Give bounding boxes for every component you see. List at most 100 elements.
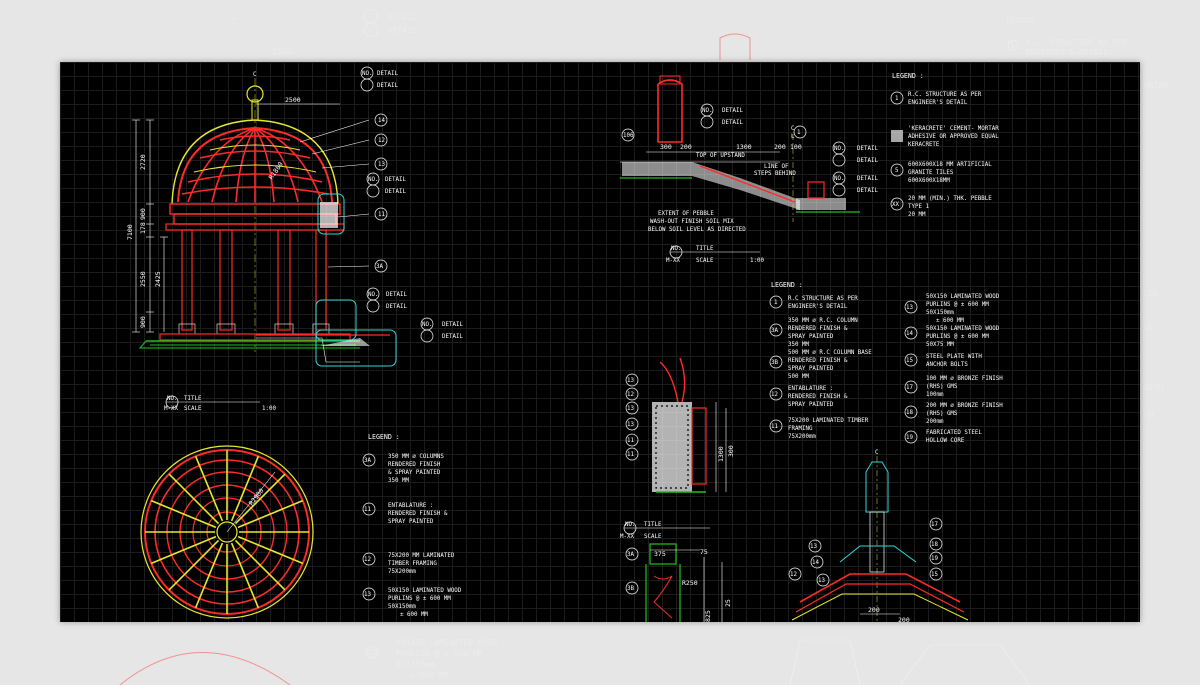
svg-text:M-XX: M-XX — [666, 258, 680, 264]
ghost-frag-5: SH — [1144, 411, 1154, 420]
gazebo-c-mark: C — [253, 72, 257, 78]
svg-text:3A: 3A — [771, 328, 778, 334]
svg-text:13: 13 — [906, 305, 913, 311]
svg-text:L: L — [791, 134, 795, 140]
detail-marker-section-1: NO. DETAIL DETAIL — [700, 103, 743, 129]
svg-text:PURLINS @ ± 600 MM: PURLINS @ ± 600 MM — [926, 334, 989, 340]
svg-text:ADHESIVE OR APPROVED EQUAL: ADHESIVE OR APPROVED EQUAL — [908, 134, 999, 140]
svg-text:50X150 LAMINATED WOOD: 50X150 LAMINATED WOOD — [388, 588, 462, 594]
svg-text:RENDERED FINISH &: RENDERED FINISH & — [788, 394, 848, 400]
callout-13: 13 — [378, 162, 385, 168]
svg-text:TYPE 1: TYPE 1 — [908, 204, 929, 210]
title-section: TITLE — [696, 246, 714, 252]
svg-text:17: 17 — [906, 385, 913, 391]
svg-text:3A: 3A — [364, 458, 371, 464]
svg-text:20 MM: 20 MM — [908, 212, 926, 218]
svg-text:ENTABLATURE :: ENTABLATURE : — [388, 503, 433, 509]
legend-middle-title: LEGEND : — [771, 281, 803, 289]
svg-text:75X200 LAMINATED TIMBER: 75X200 LAMINATED TIMBER — [788, 418, 869, 424]
svg-text:NO.: NO. — [625, 522, 635, 528]
svg-text:NO.: NO. — [368, 177, 378, 183]
svg-text:DETAIL: DETAIL — [386, 292, 407, 298]
svg-text:12: 12 — [790, 572, 797, 578]
svg-text:350 MM ⌀ R.C. COLUMN: 350 MM ⌀ R.C. COLUMN — [788, 318, 858, 324]
ghost-frag-2: LGO — [1144, 289, 1159, 298]
svg-text:NO.: NO. — [167, 396, 177, 402]
ghost-legend-title: LEGEND : — [1006, 16, 1045, 25]
gazebo-callouts: 14 12 13 11 3A — [374, 113, 388, 273]
svg-text:NO.: NO. — [702, 108, 712, 114]
entablature-section-detail: 1300 300 13 12 13 13 11 11 NO. M-XX TITL… — [620, 357, 735, 540]
cad-drawing-canvas[interactable]: C — [60, 62, 1140, 622]
svg-text:NO.: NO. — [362, 71, 372, 77]
callout-14: 14 — [378, 118, 385, 124]
gazebo-elevation: C — [126, 72, 397, 367]
svg-text:100mm: 100mm — [926, 392, 944, 398]
title-block-elevation: NO. M-XX TITLE SCALE 1:00 — [164, 395, 276, 412]
detail-marker-top: NO. DETAIL DETAIL — [360, 66, 398, 92]
svg-text:19: 19 — [906, 435, 913, 441]
svg-text:NO.: NO. — [671, 246, 681, 252]
callout-12: 12 — [378, 138, 385, 144]
scale-label-elevation: SCALE — [184, 406, 202, 412]
svg-text:& SPRAY PAINTED: & SPRAY PAINTED — [388, 470, 441, 476]
svg-text:ENGINEER'S DETAIL: ENGINEER'S DETAIL — [788, 304, 848, 310]
svg-text:DETAIL: DETAIL — [857, 188, 878, 194]
dim-2425: 2425 — [154, 271, 162, 287]
svg-text:300: 300 — [660, 143, 672, 151]
scale-value-elevation: 1:00 — [262, 406, 276, 412]
svg-text:M-XX: M-XX — [164, 406, 178, 412]
svg-text:DETAIL: DETAIL — [377, 71, 398, 77]
svg-text:ENGINEER'S DETAIL: ENGINEER'S DETAIL — [908, 100, 968, 106]
ghost-legend-line2: ENGINEER'S DETAIL — [1026, 48, 1108, 57]
svg-text:350 MM: 350 MM — [388, 478, 409, 484]
dim-900-top: 900 — [139, 208, 147, 220]
svg-text:15: 15 — [906, 358, 913, 364]
svg-text:350 MM ⌀ COLUMNS: 350 MM ⌀ COLUMNS — [388, 454, 444, 460]
svg-text:200: 200 — [868, 606, 880, 614]
svg-text:14: 14 — [812, 560, 819, 566]
svg-text:500 MM ⌀ R.C COLUMN BASE: 500 MM ⌀ R.C COLUMN BASE — [788, 350, 872, 356]
legend-top: LEGEND : 1 5 XX R.C. STRUCTURE AS PER EN… — [890, 72, 999, 218]
ghost-c-mark: C — [232, 17, 237, 26]
svg-text:GRANITE TILES: GRANITE TILES — [908, 170, 954, 176]
dome-rib — [230, 455, 260, 522]
dome-rib — [194, 455, 224, 522]
svg-text:13: 13 — [364, 592, 371, 598]
svg-text:RENDERED FINISH &: RENDERED FINISH & — [388, 511, 448, 517]
callout-3a: 3A — [376, 264, 383, 270]
svg-text:SPRAY PAINTED: SPRAY PAINTED — [788, 366, 834, 372]
svg-text:600X600X18 MM ARTIFICIAL: 600X600X18 MM ARTIFICIAL — [908, 162, 992, 168]
legend-top-title: LEGEND : — [892, 72, 924, 80]
svg-text:18: 18 — [906, 410, 913, 416]
detail-marker-right: NO. DETAIL DETAIL — [420, 317, 463, 343]
svg-text:11: 11 — [364, 507, 371, 513]
svg-text:C: C — [875, 450, 879, 456]
svg-text:DETAIL: DETAIL — [442, 322, 463, 328]
svg-text:25: 25 — [724, 599, 732, 607]
svg-text:NO.: NO. — [834, 146, 844, 152]
svg-text:1300: 1300 — [717, 446, 725, 462]
legend-bottom-title: LEGEND : — [368, 433, 400, 441]
svg-text:13: 13 — [810, 544, 817, 550]
dome-rib — [168, 539, 220, 591]
svg-text:DETAIL: DETAIL — [386, 304, 407, 310]
ghost-frag-1: ORTAR — [1144, 81, 1168, 90]
svg-text:1: 1 — [797, 130, 801, 136]
svg-text:XX: XX — [892, 202, 899, 208]
svg-text:± 600 MM: ± 600 MM — [936, 318, 964, 324]
svg-text:RENDERED FINISH &: RENDERED FINISH & — [788, 358, 848, 364]
svg-text:± 600 MM: ± 600 MM — [400, 612, 428, 618]
detail-marker-mid: NO. DETAIL DETAIL — [366, 172, 406, 198]
svg-text:50X150mm: 50X150mm — [388, 604, 416, 610]
svg-text:R.C STRUCTURE AS PER: R.C STRUCTURE AS PER — [788, 296, 858, 302]
svg-text:DETAIL: DETAIL — [722, 120, 743, 126]
svg-text:15: 15 — [931, 572, 938, 578]
detail-marker-section-2: NO. DETAIL DETAIL — [832, 141, 878, 167]
dim-2500: 2500 — [285, 96, 301, 104]
svg-text:200mm: 200mm — [926, 419, 944, 425]
callout-11: 11 — [378, 212, 385, 218]
svg-text:5: 5 — [895, 168, 899, 174]
dome-rib — [150, 535, 217, 565]
